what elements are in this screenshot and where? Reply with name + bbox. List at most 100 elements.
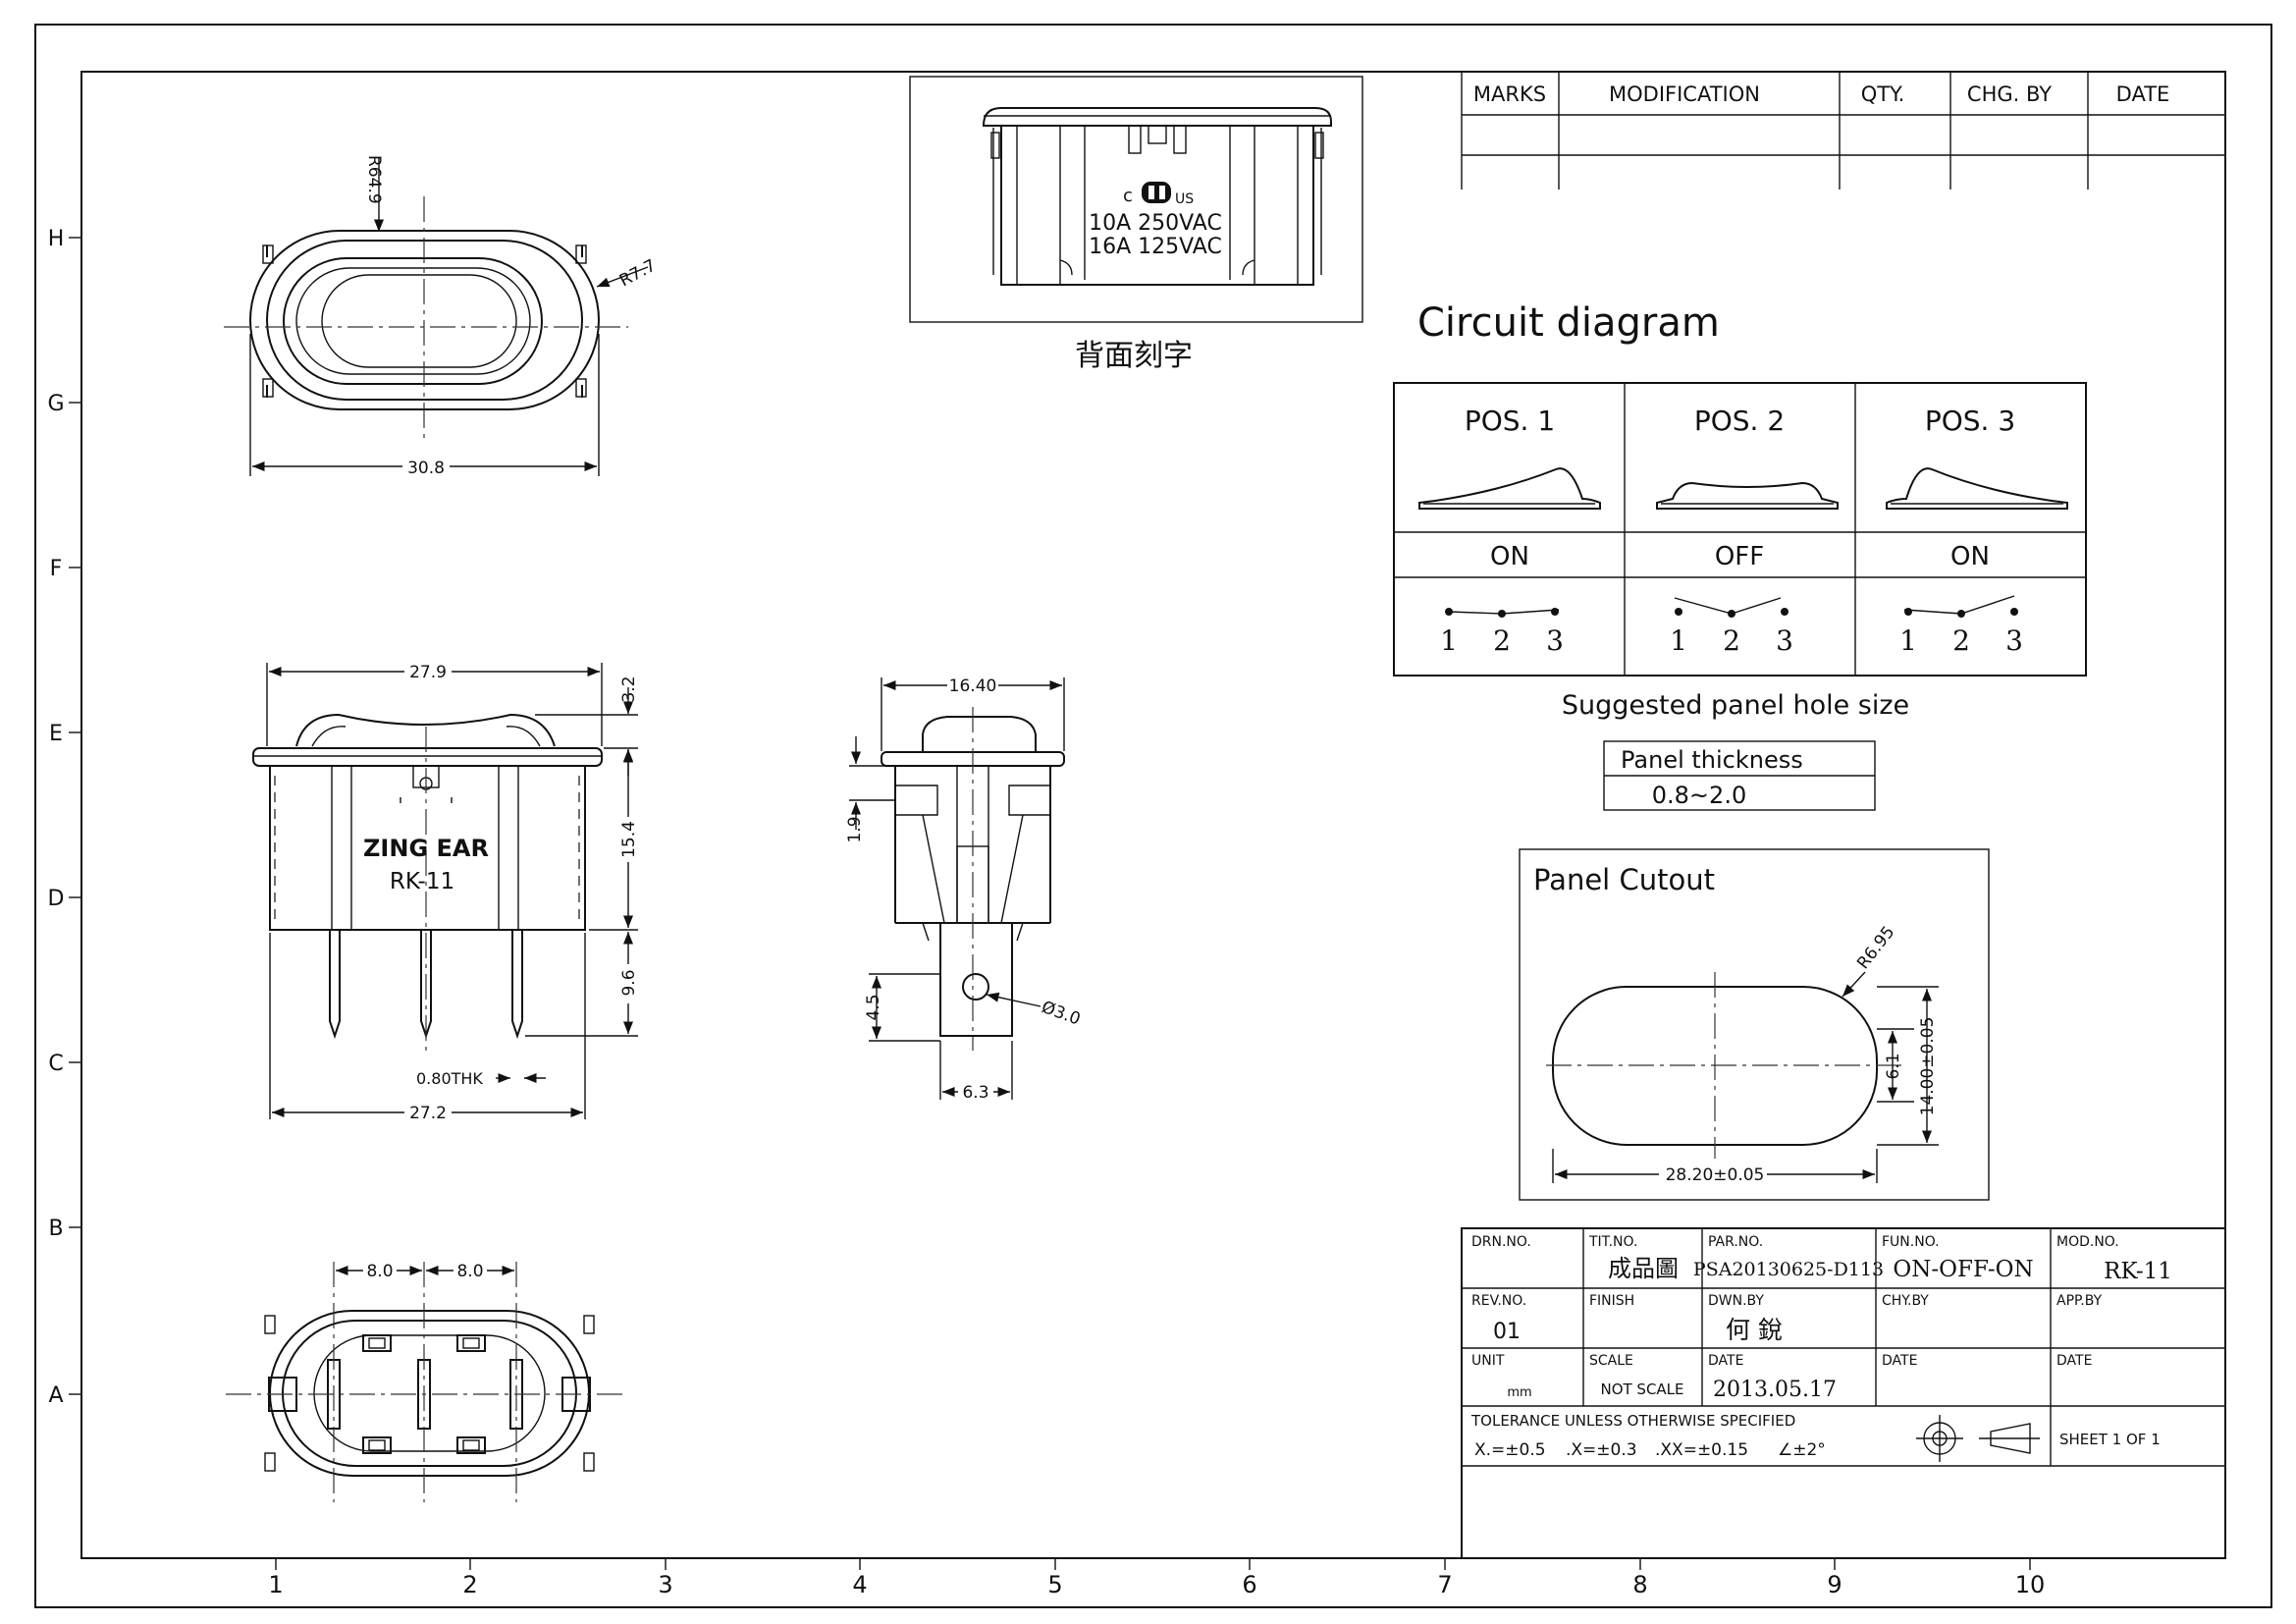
dim-side-hole: 4.5: [864, 994, 883, 1020]
side-view: [849, 677, 1065, 1100]
tb-scale-label: SCALE: [1589, 1353, 1633, 1369]
dim-bottom-pitch-right: 8.0: [456, 1262, 483, 1281]
circuit-title: Circuit diagram: [1417, 300, 1720, 346]
rocker-pos-3-icon: [1886, 467, 2068, 510]
row-label: H: [48, 227, 65, 251]
dim-top-radius-corner: R7.7: [616, 256, 660, 292]
p1-terminal-2: 2: [1493, 624, 1511, 657]
col-label: 6: [1242, 1571, 1256, 1598]
dim-front-pin-thk: 0.80THK: [416, 1069, 483, 1088]
row-label: D: [48, 887, 65, 911]
dim-front-body: 15.4: [619, 821, 639, 858]
tb-drn-no-label: DRN.NO.: [1471, 1234, 1531, 1250]
grid-row-labels: H G F E D C B A: [47, 227, 64, 1408]
rev-header-chg-by: CHG. BY: [1967, 82, 2052, 106]
tb-tol-2: .XX=±0.15: [1655, 1440, 1748, 1460]
rocker-pos-2-icon: [1656, 481, 1839, 510]
p1-terminal-1: 1: [1440, 624, 1458, 657]
revision-table: [1461, 72, 2225, 189]
dim-front-width-top: 27.9: [409, 663, 447, 682]
col-label: 7: [1437, 1571, 1452, 1598]
col-label: 8: [1632, 1571, 1647, 1598]
tb-app-by-label: APP.BY: [2056, 1293, 2103, 1309]
dim-side-hole-dia: Ø3.0: [1039, 998, 1083, 1030]
rating-line-2: 16A 125VAC: [1089, 235, 1222, 259]
panel-hole-title: Suggested panel hole size: [1562, 690, 1909, 721]
tb-fun-no-label: FUN.NO.: [1882, 1234, 1940, 1250]
col-label: 4: [852, 1571, 867, 1598]
title-block: [1461, 1227, 2226, 1559]
tb-rev-no: 01: [1493, 1320, 1521, 1344]
row-label: E: [49, 722, 63, 746]
tb-tolerance-title: TOLERANCE UNLESS OTHERWISE SPECIFIED: [1470, 1412, 1795, 1430]
grid-column-labels: 1 2 3 4 5 6 7 8 9 10: [268, 1571, 2045, 1598]
pos-3-state: ON: [1950, 542, 1990, 571]
projection-symbol-icon: [1916, 1415, 2040, 1462]
tb-tit-no-label: TIT.NO.: [1588, 1234, 1637, 1250]
p2-terminal-1: 1: [1670, 624, 1687, 657]
rev-header-modification: MODIFICATION: [1609, 82, 1760, 106]
tb-date3-label: DATE: [2056, 1353, 2092, 1369]
bottom-view: [226, 1262, 628, 1502]
tb-unit: mm: [1507, 1385, 1531, 1400]
pos-1-state: ON: [1490, 542, 1529, 571]
tb-finish-label: FINISH: [1589, 1293, 1634, 1309]
rev-header-marks: MARKS: [1473, 82, 1546, 106]
top-view: [224, 157, 649, 476]
front-model-text: RK-11: [390, 869, 454, 894]
dim-bottom-pitch-left: 8.0: [366, 1262, 393, 1281]
tb-mod-no-label: MOD.NO.: [2056, 1234, 2119, 1250]
rev-header-date: DATE: [2116, 82, 2170, 106]
tb-par-no-label: PAR.NO.: [1708, 1234, 1763, 1250]
ul-mark-icon: [1142, 182, 1171, 203]
row-label: C: [48, 1052, 63, 1076]
dim-side-width: 16.40: [949, 677, 997, 696]
drawing-frame: [34, 24, 2272, 1608]
p2-terminal-3: 3: [1776, 624, 1793, 657]
tb-mod-no: RK-11: [2104, 1259, 2172, 1284]
tb-tol-ang: ∠±2°: [1778, 1440, 1826, 1460]
cert-mark-c: c: [1123, 186, 1133, 206]
tb-sheet: SHEET 1 OF 1: [2059, 1431, 2161, 1448]
row-label: G: [47, 392, 64, 416]
col-label: 2: [462, 1571, 477, 1598]
tb-rev-no-label: REV.NO.: [1471, 1293, 1526, 1309]
pos-2-state: OFF: [1715, 542, 1764, 571]
tb-chy-by-label: CHY.BY: [1882, 1293, 1929, 1309]
p3-terminal-2: 2: [1952, 624, 1970, 657]
rating-line-1: 10A 250VAC: [1089, 211, 1222, 236]
tb-par-no: PSA20130625-D113: [1693, 1259, 1884, 1280]
pos-3-label: POS. 3: [1925, 405, 2015, 437]
back-marking-caption: 背面刻字: [1075, 339, 1193, 373]
dim-top-width: 30.8: [407, 459, 445, 478]
pos-2-label: POS. 2: [1694, 405, 1785, 437]
dim-cutout-height: 14.00±0.05: [1918, 1017, 1938, 1116]
col-label: 5: [1047, 1571, 1062, 1598]
row-label: A: [48, 1383, 63, 1408]
tb-tol-0: X.=±0.5: [1474, 1440, 1546, 1460]
panel-cutout-shape: [1546, 971, 1939, 1183]
panel-cutout-title: Panel Cutout: [1533, 863, 1715, 896]
panel-thickness-value: 0.8~2.0: [1652, 782, 1746, 809]
p2-terminal-2: 2: [1723, 624, 1740, 657]
tb-fun-no: ON-OFF-ON: [1893, 1257, 2033, 1282]
tb-date: 2013.05.17: [1713, 1378, 1837, 1402]
dim-side-step: 1.9: [845, 816, 865, 842]
panel-thickness-table: [1603, 740, 1876, 811]
p1-terminal-3: 3: [1546, 624, 1564, 657]
grid-ticks: [69, 237, 2031, 1570]
dim-cutout-radius: R6.95: [1853, 923, 1898, 973]
circuit-table: [1393, 382, 2087, 677]
cert-mark-us: US: [1175, 191, 1194, 207]
tb-scale: NOT SCALE: [1600, 1380, 1683, 1398]
p3-terminal-1: 1: [1899, 624, 1917, 657]
row-label: F: [50, 557, 63, 581]
back-marking-box: [909, 76, 1363, 323]
dim-top-radius-outer: R64.9: [364, 155, 384, 204]
tb-dwn-by-label: DWN.BY: [1708, 1293, 1764, 1309]
col-label: 1: [268, 1571, 283, 1598]
dim-side-tab: 6.3: [962, 1083, 988, 1103]
tb-date2-label: DATE: [1882, 1353, 1917, 1369]
rocker-pos-1-icon: [1418, 467, 1601, 510]
